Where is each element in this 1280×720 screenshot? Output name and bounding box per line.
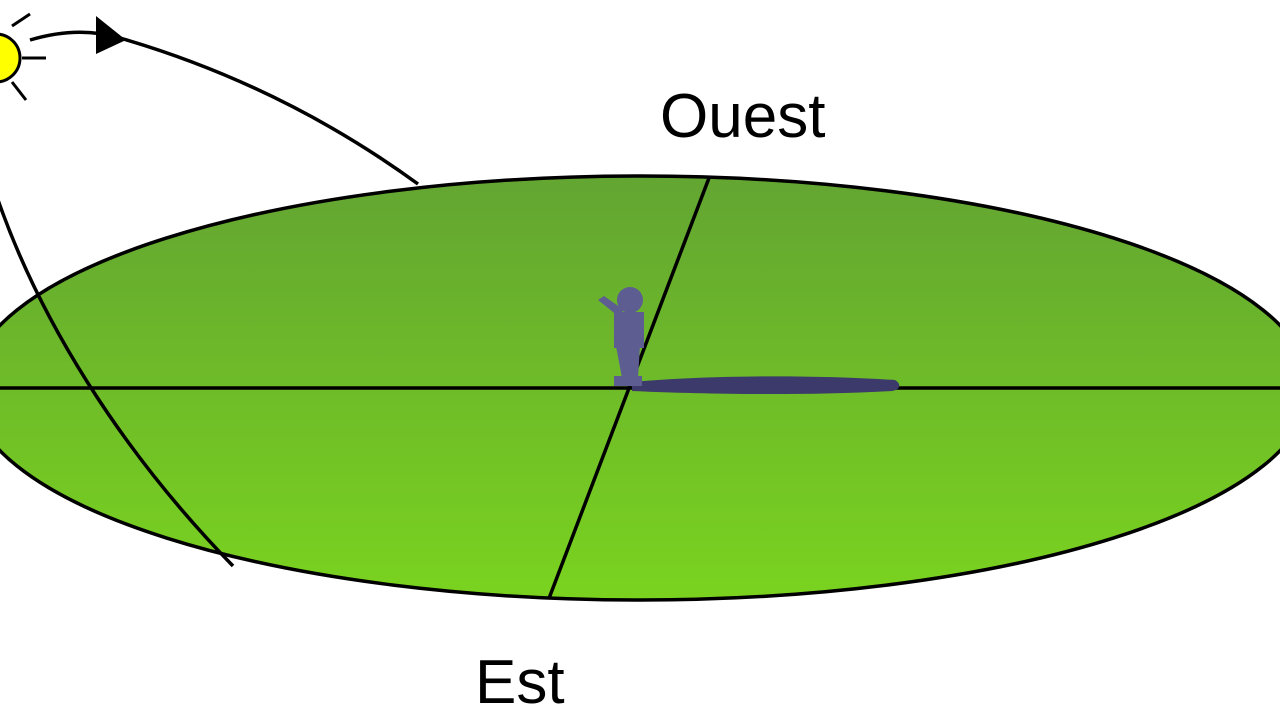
observer-shadow [632, 376, 900, 395]
sun-path-lower-curve [0, 200, 235, 568]
arrowhead-icon [96, 16, 126, 54]
sun-icon [0, 12, 46, 101]
sun-path-arc [29, 30, 420, 186]
person-icon [598, 287, 644, 386]
east-label: Est [475, 648, 565, 717]
west-label: Ouest [660, 82, 825, 151]
meridian-line [546, 177, 711, 600]
